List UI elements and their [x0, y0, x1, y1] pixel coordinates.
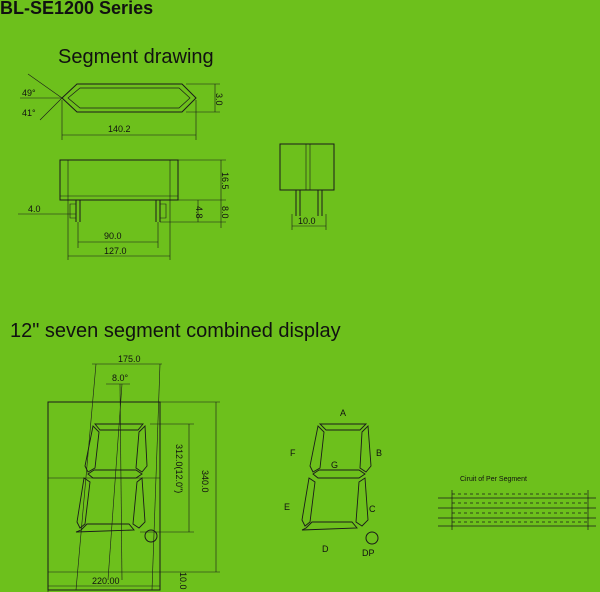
segment-label-d: D [322, 544, 329, 554]
segment-label-dp: DP [362, 548, 375, 558]
segment-label-a: A [340, 408, 347, 418]
pin-inner-label: 4.8 [194, 206, 204, 219]
segment-label-b: B [376, 448, 383, 458]
combined-display-heading: 12" seven segment combined display [10, 320, 341, 342]
circuit-label: Ciruit of Per Segment [460, 476, 527, 483]
angle-upper-label: 49° [22, 88, 36, 98]
segment-map-dp [366, 532, 378, 544]
angle-lower-label: 41° [22, 108, 36, 118]
total-height-label: 340.0 [200, 470, 210, 493]
length-label: 140.2 [108, 124, 131, 134]
segment-label-g: G [331, 460, 339, 470]
segment-inner-outline [68, 88, 190, 108]
angle-line-upper [28, 74, 62, 98]
char-height-label: 312.0(12.0") [174, 444, 184, 494]
segment-map [302, 424, 371, 530]
bottom-margin-label: 10.0 [178, 572, 188, 590]
pin-length-label: 8.0 [220, 206, 230, 219]
display-housing [48, 402, 160, 590]
slant-label: 8.0° [112, 373, 129, 383]
top-width-label: 175.0 [118, 354, 141, 364]
pin-spacing-label: 90.0 [104, 231, 122, 241]
segment-outline [62, 84, 196, 112]
dp-dot [145, 530, 157, 542]
segment-body [60, 160, 178, 200]
angle-line-lower [40, 98, 62, 120]
height-label: 3.0 [214, 93, 224, 106]
body-length-label: 127.0 [104, 246, 127, 256]
segment-drawing-heading: Segment drawing [58, 46, 214, 68]
body-height-label: 16.5 [220, 172, 230, 190]
side-width-label: 10.0 [298, 216, 316, 226]
pin-offset-label: 4.0 [28, 204, 41, 214]
series-title: BL-SE1200 Series [0, 0, 154, 18]
segment-label-f: F [290, 448, 296, 458]
segment-label-e: E [284, 502, 291, 512]
digit-outline [76, 424, 147, 532]
total-width-label: 220.00 [92, 576, 120, 586]
circuit-diagram [438, 490, 596, 530]
segment-side-body [280, 144, 334, 190]
segment-label-c: C [369, 504, 376, 514]
